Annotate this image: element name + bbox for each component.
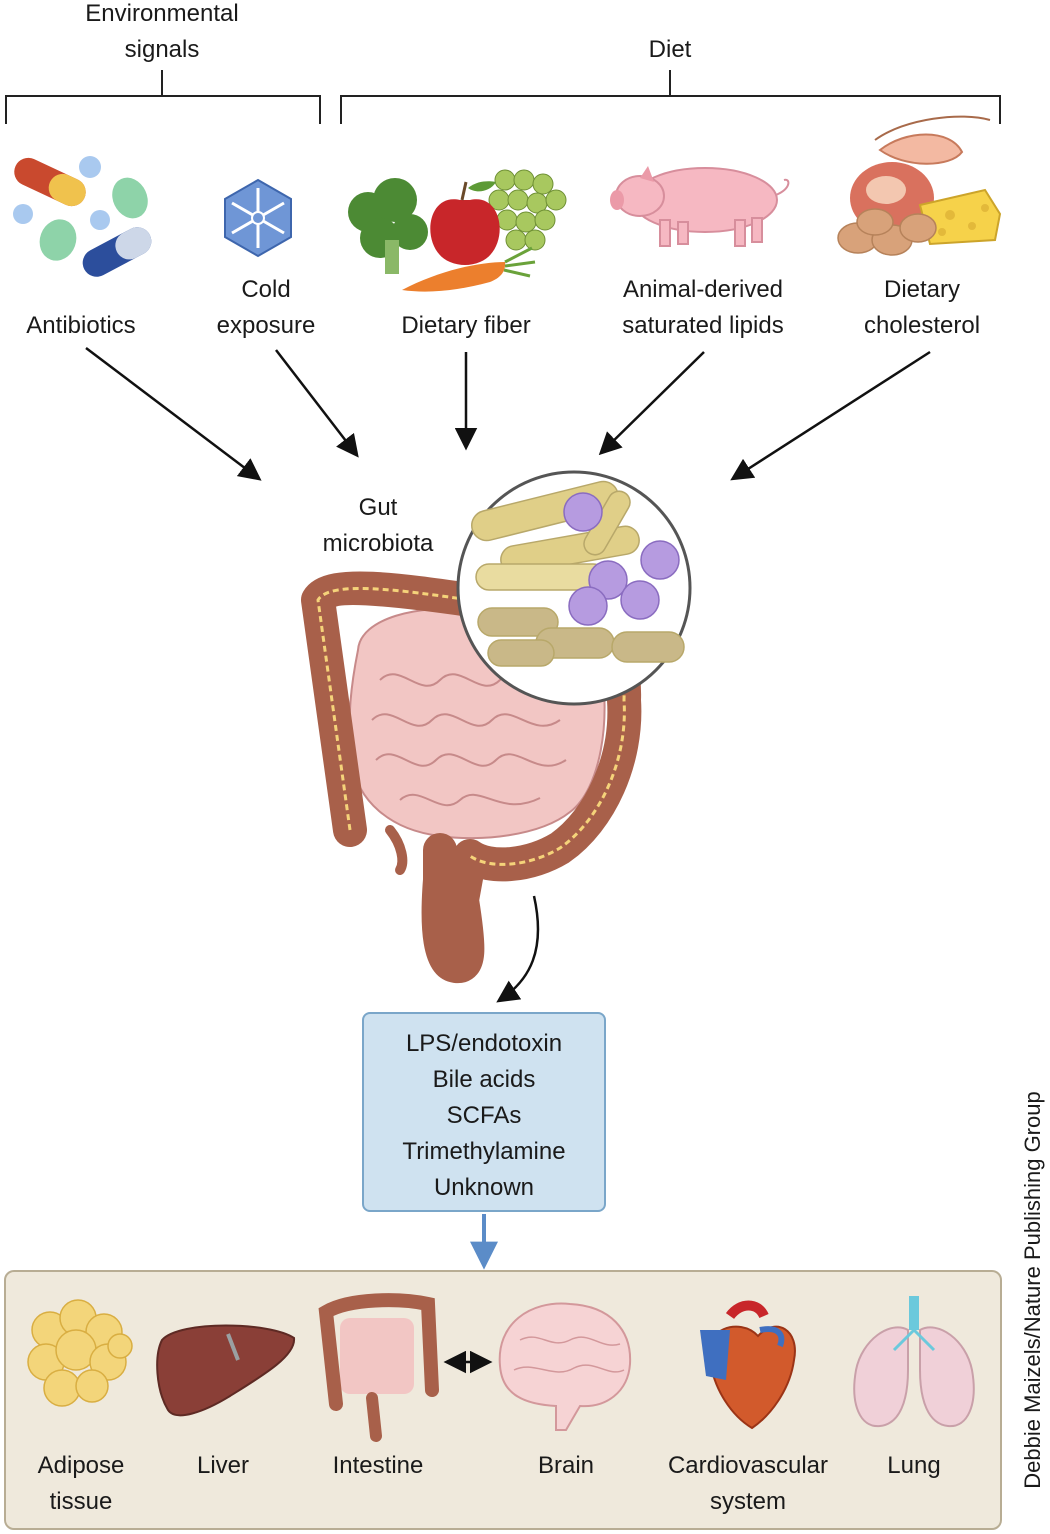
dietary-fiber-label: Dietary fiber — [401, 312, 531, 339]
metabolites-box: LPS/endotoxin Bile acids SCFAs Trimethyl… — [362, 1012, 606, 1212]
intestine-icon — [318, 1293, 439, 1442]
gut-microbiota-label: Gut microbiota — [322, 494, 434, 557]
cold-exposure-label: Cold exposure — [216, 276, 316, 339]
liver-icon — [156, 1324, 296, 1417]
adipose-icon — [27, 1299, 133, 1407]
gut-output-arrow — [496, 895, 540, 1003]
fruit-vegetable-icon — [348, 169, 567, 292]
pig-icon — [610, 166, 790, 247]
input-arrows — [85, 347, 931, 481]
liver-label: Liver — [196, 1452, 250, 1479]
brain-label: Brain — [537, 1452, 595, 1479]
adipose-tissue-label: Adipose tissue — [37, 1452, 125, 1515]
cardiovascular-system-label: Cardiovascular system — [667, 1452, 829, 1515]
metabolite-item: SCFAs — [446, 1102, 522, 1129]
intestine-bacteria-icon — [301, 470, 692, 984]
metabolite-item: LPS/endotoxin — [405, 1030, 563, 1057]
meat-egg-cheese-icon — [837, 115, 1002, 256]
saturated-lipids-label: Animal-derived saturated lipids — [622, 276, 784, 339]
snowflake-icon — [224, 178, 292, 258]
antibiotics-label: Antibiotics — [26, 312, 136, 339]
environmental-bracket — [5, 70, 321, 124]
diet-label: Diet — [648, 36, 692, 63]
dietary-cholesterol-label: Dietary cholesterol — [863, 276, 981, 339]
heart-icon — [700, 1300, 796, 1430]
brain-icon — [498, 1302, 632, 1431]
metabolite-item: Bile acids — [432, 1066, 536, 1093]
metabolite-item: Unknown — [433, 1174, 535, 1201]
metabolite-item: Trimethylamine — [402, 1138, 566, 1165]
intestine-label: Intestine — [332, 1452, 424, 1479]
lung-label: Lung — [887, 1452, 941, 1479]
environmental-signals-label: Environmental signals — [85, 0, 239, 63]
image-credit: Debbie Maizels/Nature Publishing Group — [1020, 1091, 1045, 1489]
lung-icon — [853, 1296, 975, 1428]
pills-icon — [13, 156, 152, 277]
diet-bracket — [340, 70, 1001, 124]
